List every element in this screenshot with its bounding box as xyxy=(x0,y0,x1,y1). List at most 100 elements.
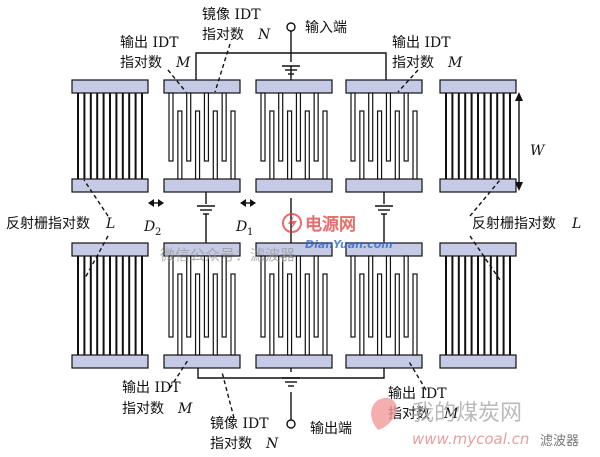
leader-output-br xyxy=(407,359,427,391)
gap-d1-label: D xyxy=(235,219,247,235)
output-idt-bl-count: 指对数 xyxy=(122,401,164,417)
output-idt-bl-var: M xyxy=(177,401,193,417)
idt-finger xyxy=(212,273,218,356)
leader-output-bl xyxy=(169,359,189,389)
mirror-idt-bottom-count: 指对数 xyxy=(210,436,252,452)
idt-finger xyxy=(350,255,356,338)
bus-bar xyxy=(71,242,149,257)
output-idt-tr-var: M xyxy=(447,55,463,71)
bus-bar xyxy=(71,79,149,94)
idt-finger xyxy=(385,92,392,162)
leader-reflector-right xyxy=(469,235,501,281)
idt-finger xyxy=(412,110,418,180)
idt-finger xyxy=(359,273,365,356)
bus-bar xyxy=(255,178,333,193)
bus-bar xyxy=(345,79,423,94)
idt-finger xyxy=(322,110,328,180)
idt-finger xyxy=(286,273,293,356)
idt-finger xyxy=(278,255,284,338)
idt-finger xyxy=(260,255,266,338)
mirror-idt-top-title: 镜像 IDT xyxy=(202,7,261,23)
center-watermark: 电源网 DianYuan.com 微信公众号：滤波器 xyxy=(160,213,393,264)
bus-bar xyxy=(345,178,423,193)
ground-icon xyxy=(375,205,393,215)
arrowhead xyxy=(515,92,523,101)
mirror-idt-bottom-var: N xyxy=(265,436,279,452)
gap-d2-subscript: 2 xyxy=(155,227,161,238)
ground-icon xyxy=(282,377,300,387)
idt-finger xyxy=(203,92,210,162)
reflector-left-label: 反射栅指对数 xyxy=(6,216,90,232)
input-terminal-icon xyxy=(286,22,296,32)
idt-finger xyxy=(304,110,310,180)
bottom-output-idt-right xyxy=(345,242,423,369)
leader-reflector-left xyxy=(83,179,109,217)
leader-mirror-top xyxy=(214,43,231,93)
bottom-reflector-right xyxy=(439,242,517,369)
idt-finger xyxy=(376,273,383,356)
bus-bar xyxy=(345,354,423,369)
arrowhead xyxy=(250,199,256,207)
bus-bar xyxy=(255,79,333,94)
idt-finger xyxy=(295,255,302,338)
gap-d1-subscript: 1 xyxy=(247,227,253,238)
output-idt-tl-var: M xyxy=(175,55,191,71)
leader-output-tr xyxy=(397,69,419,93)
idt-finger xyxy=(212,110,218,180)
output-idt-tr-count: 指对数 xyxy=(392,55,434,71)
arrowhead xyxy=(158,199,164,207)
transducer-structures xyxy=(71,79,517,369)
reflector-left-var: L xyxy=(105,216,115,232)
arrowhead xyxy=(240,199,246,207)
output-idt-br-var: M xyxy=(443,406,459,422)
idt-finger xyxy=(412,273,418,356)
corner-tag-text: 滤波器 xyxy=(540,434,579,449)
idt-finger xyxy=(269,110,275,180)
idt-finger xyxy=(322,273,328,356)
idt-finger xyxy=(385,255,392,338)
idt-finger xyxy=(295,92,302,162)
bottom-reflector-left xyxy=(71,242,149,369)
arrowhead xyxy=(148,199,154,207)
arrowhead xyxy=(515,182,523,191)
bus-bar xyxy=(163,178,241,193)
leader-output-tl xyxy=(167,69,187,93)
bus-bar xyxy=(71,178,149,193)
ground-icon xyxy=(197,205,215,215)
idt-finger xyxy=(177,110,183,180)
gap-d2-label: D xyxy=(143,219,155,235)
output-idt-tl-count: 指对数 xyxy=(120,55,162,71)
idt-finger xyxy=(368,255,374,338)
idt-finger xyxy=(350,92,356,162)
idt-finger xyxy=(221,92,227,162)
idt-finger xyxy=(313,255,319,338)
leader-mirror-bottom xyxy=(221,371,235,419)
idt-finger xyxy=(177,273,183,356)
connection-wires xyxy=(83,22,523,429)
leader-reflector-right xyxy=(469,179,501,217)
watermark-logo-text: 电源网 xyxy=(305,214,356,235)
idt-finger xyxy=(368,92,374,162)
bus-bar xyxy=(255,354,333,369)
idt-finger xyxy=(304,273,310,356)
top-mirror-idt xyxy=(255,79,333,193)
lightning-bolt-icon xyxy=(288,215,297,231)
idt-finger xyxy=(278,92,284,162)
output-port-label: 输出端 xyxy=(310,421,352,437)
bus-bar xyxy=(163,79,241,94)
output-terminal-icon xyxy=(286,419,296,429)
idt-finger xyxy=(230,110,236,180)
idt-finger xyxy=(194,273,201,356)
idt-finger xyxy=(221,255,227,338)
idt-finger xyxy=(403,92,409,162)
bus-bar xyxy=(439,79,517,94)
bottom-mirror-idt xyxy=(255,242,333,369)
idt-finger xyxy=(269,273,275,356)
top-reflector-right xyxy=(439,79,517,193)
idt-finger xyxy=(186,255,192,338)
idt-finger xyxy=(203,255,210,338)
bus-bar xyxy=(255,242,333,257)
top-output-idt-left xyxy=(163,79,241,193)
idt-finger xyxy=(394,110,400,180)
